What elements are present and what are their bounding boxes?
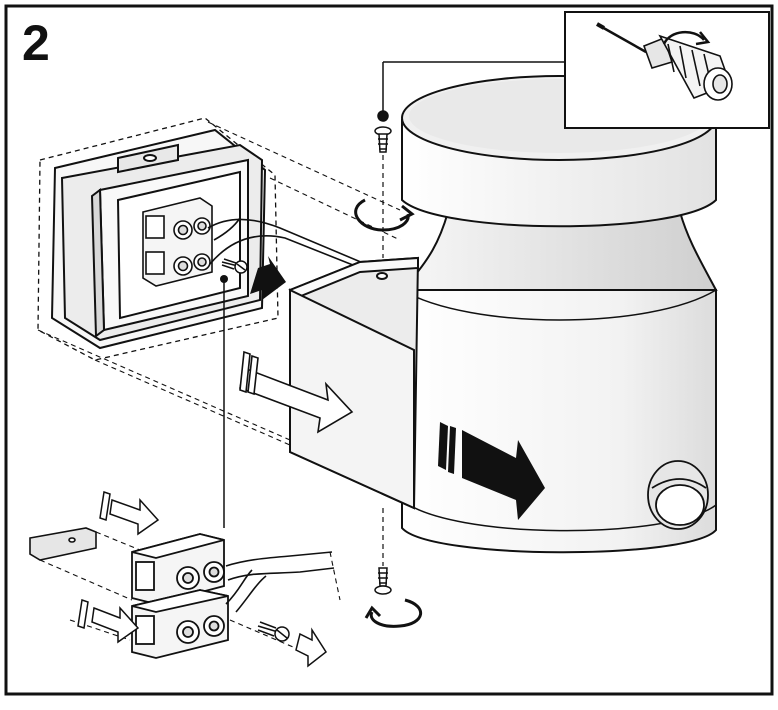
screw-icon xyxy=(374,61,565,153)
step-number: 2 xyxy=(22,15,50,71)
screwdriver-inset xyxy=(564,11,770,129)
push-arrow-icon xyxy=(438,422,545,520)
mounting-plate xyxy=(288,256,420,510)
slide-direction-arrow xyxy=(77,491,327,668)
terminal-block-icon xyxy=(142,197,213,287)
screw-icon xyxy=(257,621,290,642)
terminal-block-icon xyxy=(131,533,229,659)
rotate-clockwise-icon xyxy=(354,198,415,232)
screw-icon xyxy=(221,258,248,274)
slide-direction-arrow xyxy=(239,350,354,434)
connector-bar xyxy=(29,527,97,561)
cable xyxy=(207,217,379,276)
push-arrow-icon xyxy=(250,256,286,300)
sensor-window xyxy=(647,460,709,530)
outer-border xyxy=(4,4,774,696)
screw-icon xyxy=(374,567,392,595)
rotate-counterclockwise-icon xyxy=(364,598,423,628)
cable xyxy=(225,551,335,613)
screwdriver-icon xyxy=(596,22,733,101)
lamp-body xyxy=(399,75,718,554)
